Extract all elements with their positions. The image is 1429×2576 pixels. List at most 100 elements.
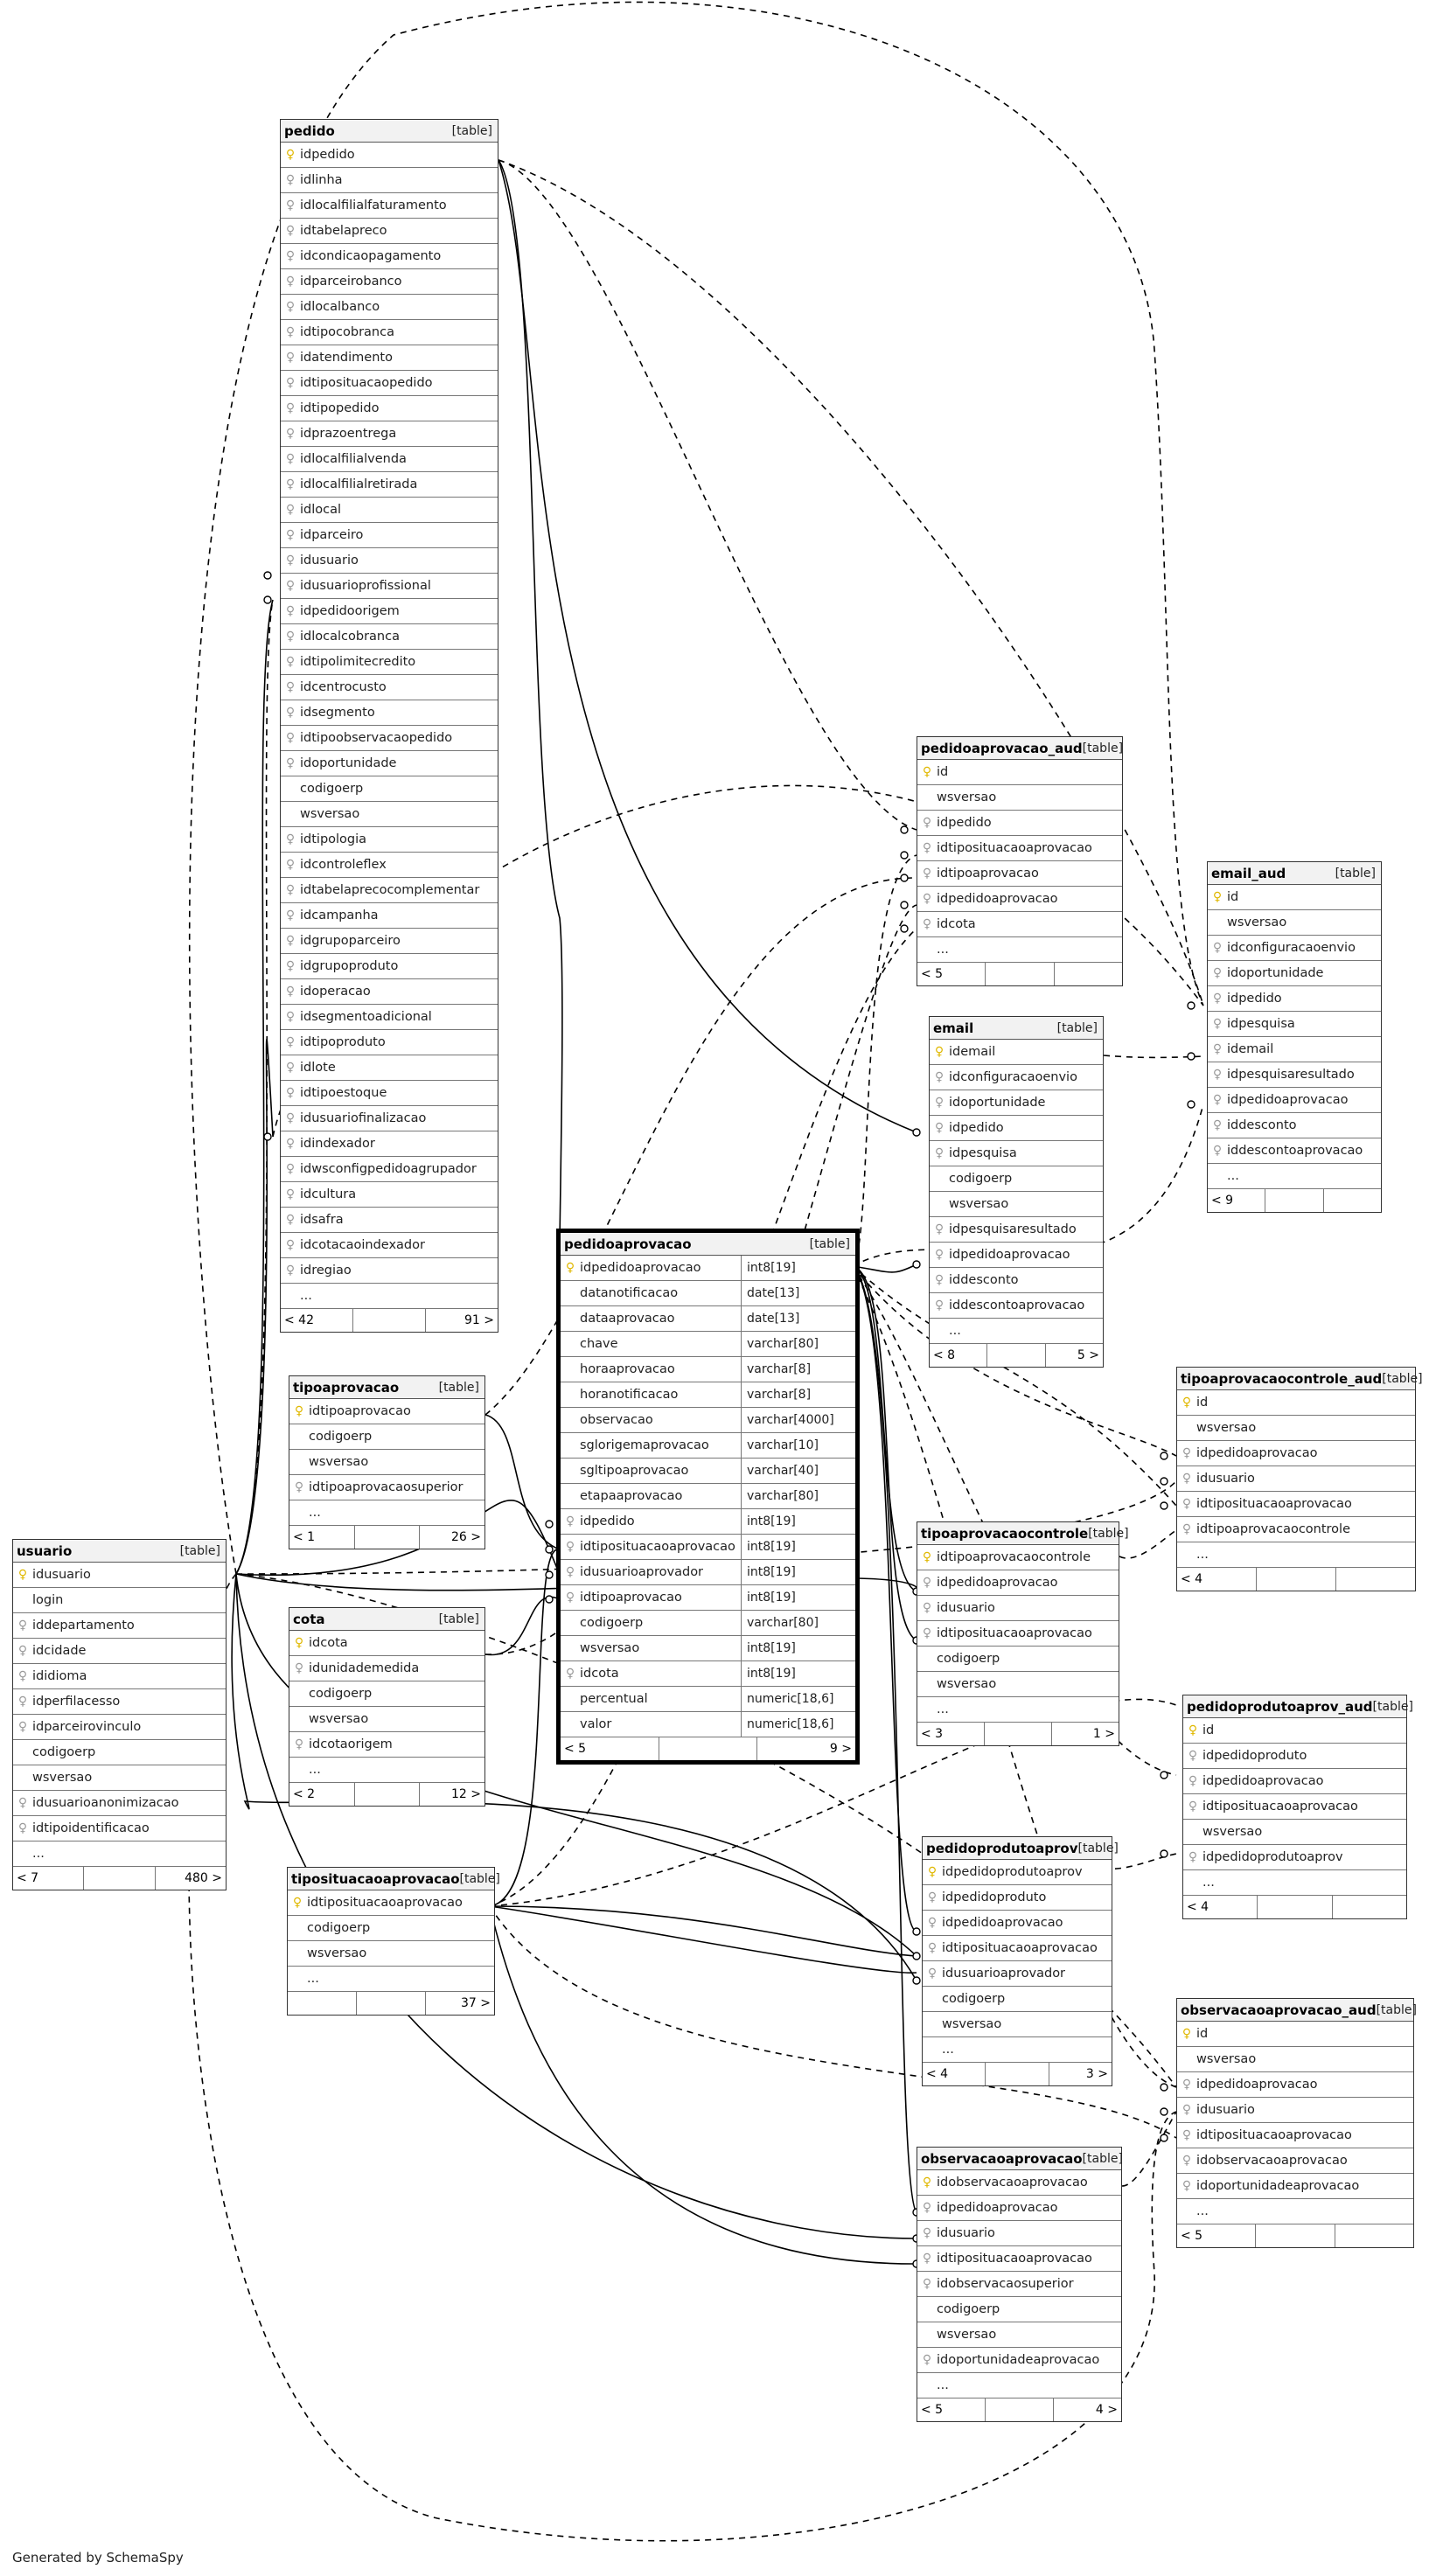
table-observacaoaprovacao[interactable]: observacaoaprovacao[table]♀idobservacaoa… [917,2147,1123,2422]
column-row[interactable]: wsversao [1177,2047,1413,2072]
column-row[interactable]: ... [917,2373,1121,2398]
column-row[interactable]: wsversao [1183,1820,1406,1845]
column-row[interactable]: ♀idtipoaprovacaosuperior [289,1475,484,1500]
children-count[interactable]: 26 > [451,1530,482,1544]
table-email[interactable]: email[table]♀idemail♀idconfiguracaoenvio… [929,1016,1104,1368]
children-count[interactable]: 3 > [1085,2067,1108,2081]
column-row[interactable]: codigoerp [13,1740,226,1765]
column-row[interactable]: ♀idconfiguracaoenvio [930,1065,1103,1090]
parents-count[interactable]: < 4 [923,2063,986,2085]
column-row[interactable]: ♀idlocal [281,498,498,523]
table-pedidoprodutoaprov[interactable]: pedidoprodutoaprov[table]♀idpedidoprodut… [922,1836,1119,2086]
column-row[interactable]: wsversao [923,2012,1112,2037]
parents-count[interactable]: < 4 [1183,1896,1258,1918]
column-row[interactable]: ♀idtiposituacaopedido [281,371,498,396]
column-row[interactable]: ♀idoportunidade [281,751,498,776]
column-row[interactable]: ♀idtipoaprovacaocontrole [917,1545,1119,1570]
column-row[interactable]: ♀idsafra [281,1208,498,1233]
column-row[interactable]: wsversao [289,1450,484,1475]
column-row[interactable]: ... [1177,1542,1415,1568]
children-count[interactable]: 1 > [1092,1727,1115,1741]
column-row[interactable]: wsversao [281,802,498,827]
column-row[interactable]: ♀idlote [281,1055,498,1081]
parents-count[interactable]: < 3 [917,1723,985,1745]
column-row[interactable]: ♀idobservacaosuperior [917,2272,1121,2297]
column-row[interactable]: ♀idpesquisa [1208,1012,1381,1037]
column-row[interactable]: wsversao [288,1941,494,1967]
column-row[interactable]: ♀idtiposituacaoaprovacao [917,2246,1121,2272]
table-header[interactable]: observacaoaprovacao_aud[table] [1177,1999,1417,2022]
column-row[interactable]: ♀idoperacao [281,979,498,1005]
column-row[interactable]: ♀idlocalfilialretirada [281,472,498,498]
column-row[interactable]: ... [288,1967,494,1992]
column-row[interactable]: ♀idtipoestoque [281,1081,498,1106]
column-row[interactable]: ♀idpedido [1208,986,1381,1012]
children-count[interactable]: 37 > [461,1996,491,2010]
table-header[interactable]: tiposituacaoaprovacao[table] [288,1868,500,1890]
column-row[interactable]: codigoerp [917,2297,1121,2322]
column-row[interactable]: ♀idperfilacesso [13,1689,226,1715]
parents-count[interactable]: < 8 [930,1344,988,1367]
column-row[interactable]: wsversao [289,1707,484,1732]
table-header[interactable]: pedidoaprovacao[table] [561,1233,855,1256]
column-row[interactable]: ... [917,1697,1119,1723]
column-row[interactable]: ♀idgrupoparceiro [281,929,498,954]
column-row[interactable]: ... [917,937,1122,963]
table-header[interactable]: pedido[table] [281,120,498,143]
column-row[interactable]: ♀idpedidoaprovacao [917,887,1122,912]
column-row[interactable]: ♀idpedidoaprovacao [1177,2072,1413,2098]
parents-count[interactable]: < 5 [917,963,986,985]
column-row[interactable]: ♀idtiposituacaoaprovacao [288,1890,494,1916]
column-row[interactable]: ♀idpedidoprodutoaprov [1183,1845,1406,1870]
column-row[interactable]: ♀id [1183,1718,1406,1744]
column-row[interactable]: ♀idusuario [1177,1466,1415,1492]
column-row[interactable]: ♀idprazoentrega [281,421,498,447]
column-row[interactable]: ♀idpedidoaprovacao [917,1570,1119,1596]
column-row[interactable]: ♀idoportunidade [930,1090,1103,1116]
column-row[interactable]: ♀idtipopedido [281,396,498,421]
table-header[interactable]: observacaoaprovacao[table] [917,2148,1123,2170]
column-row[interactable]: ♀idpesquisaresultado [1208,1062,1381,1088]
table-header[interactable]: pedidoprodutoaprov[table] [923,1837,1119,1860]
column-row[interactable]: ♀idtiposituacaoaprovacao [1177,1492,1415,1517]
column-row[interactable]: ♀idusuarioanonimizacao [13,1791,226,1816]
column-row[interactable]: ♀idconfiguracaoenvio [1208,936,1381,961]
column-row[interactable]: ♀idtipoobservacaopedido [281,726,498,751]
parents-count[interactable]: < 4 [1177,1568,1257,1591]
column-row[interactable]: ♀idtipoproduto [281,1030,498,1055]
column-row[interactable]: ♀idtipolimitecredito [281,650,498,675]
column-row[interactable]: ... [289,1758,484,1783]
column-row[interactable]: ... [13,1841,226,1867]
column-row[interactable]: ... [1177,2199,1413,2224]
children-count[interactable] [1336,1568,1415,1591]
column-row[interactable]: wsversao [13,1765,226,1791]
column-row[interactable]: wsversao [1177,1416,1415,1441]
column-row[interactable]: ♀idusuario [281,548,498,574]
parents-count[interactable]: < 2 [289,1783,355,1806]
column-row[interactable]: ♀idtipoaprovacaocontrole [1177,1517,1415,1542]
column-row[interactable]: ♀idoportunidade [1208,961,1381,986]
column-row[interactable]: ♀idtipoaprovacao [289,1399,484,1424]
children-count[interactable]: 4 > [1095,2403,1118,2417]
column-row[interactable]: ... [1208,1164,1381,1189]
column-row[interactable]: ♀idindexador [281,1131,498,1157]
table-pedido[interactable]: pedido[table]♀idpedido♀idlinha♀idlocalfi… [280,119,498,1333]
table-header[interactable]: cota[table] [289,1608,484,1631]
column-row[interactable]: ♀idusuario [917,1596,1119,1621]
column-row[interactable]: ♀idatendimento [281,345,498,371]
table-header[interactable]: pedidoprodutoaprov_aud[table] [1183,1695,1413,1718]
column-row[interactable]: ... [281,1284,498,1309]
